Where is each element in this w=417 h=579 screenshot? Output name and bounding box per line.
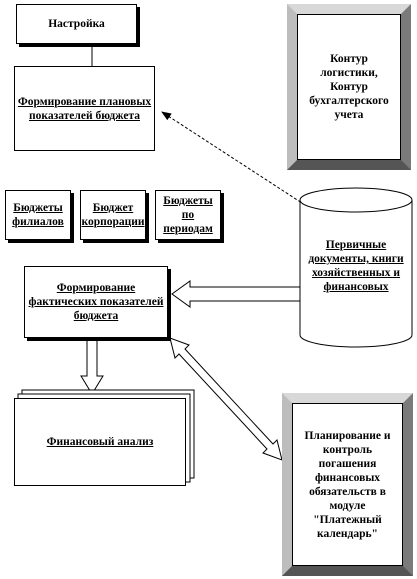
- dashed-arrow-docs-to-planned: [161, 111, 306, 206]
- actual-indicators-box: Формирование фактических показателей бюд…: [24, 266, 168, 338]
- corp-budget-box: Бюджет корпорации: [80, 190, 146, 240]
- planned-indicators-label: Формирование плановых показателей бюджет…: [17, 95, 152, 122]
- payment-calendar-box: Планирование и контроль погашения финанс…: [282, 393, 413, 576]
- corp-budget-label: Бюджет корпорации: [81, 202, 145, 228]
- cylinder-shape: [299, 187, 413, 348]
- period-budgets-box: Бюджеты по периодам: [155, 190, 221, 240]
- planned-indicators-box: Формирование плановых показателей бюджет…: [14, 66, 155, 151]
- contour-label: Контур логистики, Контур бухгалтерского …: [309, 53, 389, 121]
- financial-analysis-box: Финансовый анализ: [14, 398, 186, 486]
- contour-box: Контур логистики, Контур бухгалтерского …: [287, 4, 411, 170]
- payment-calendar-label: Планирование и контроль погашения финанс…: [304, 429, 391, 540]
- primary-docs-label: Первичные документы, книги хозяйственных…: [308, 239, 404, 293]
- setup-label: Настройка: [48, 18, 105, 30]
- period-budgets-label: Бюджеты по периодам: [163, 195, 213, 235]
- actual-indicators-label: Формирование фактических показателей бюд…: [28, 282, 164, 322]
- branch-budgets-label: Бюджеты филиалов: [12, 202, 64, 228]
- financial-analysis-label: Финансовый анализ: [46, 436, 154, 448]
- hollow-arrow-actual-to-analysis: [80, 337, 104, 395]
- setup-box: Настройка: [16, 4, 137, 44]
- hollow-arrow-docs-to-actual: [171, 280, 301, 308]
- branch-budgets-box: Бюджеты филиалов: [5, 190, 71, 240]
